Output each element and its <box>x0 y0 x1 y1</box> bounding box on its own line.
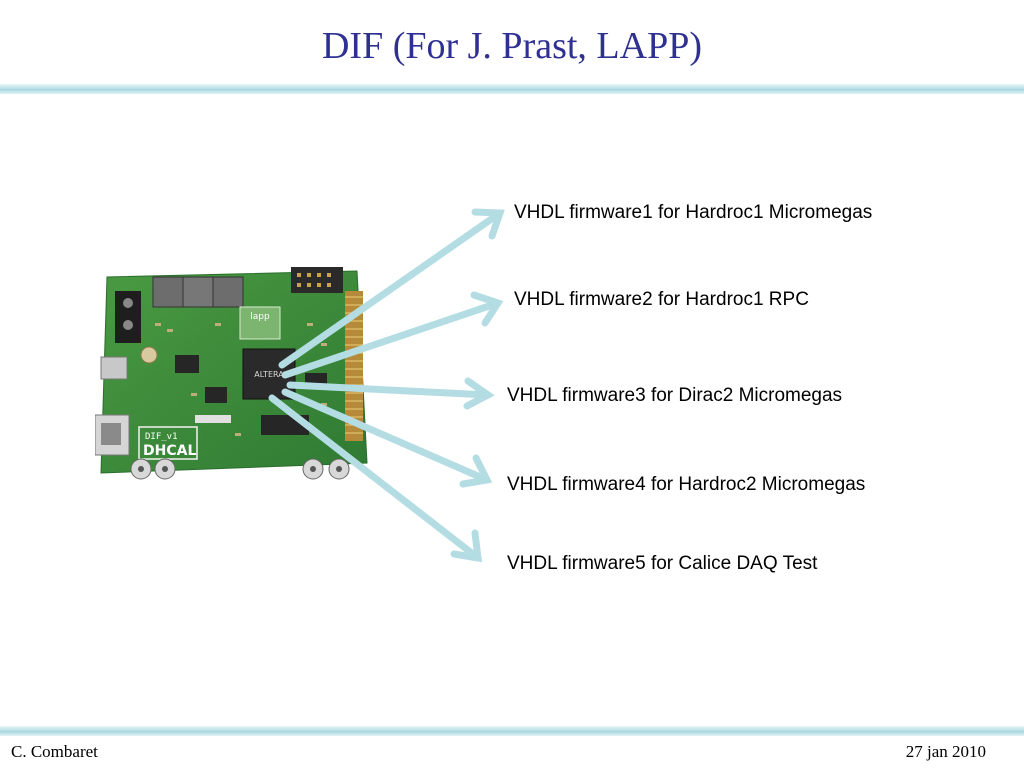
firmware1-label: VHDL firmware1 for Hardroc1 Micromegas <box>514 202 873 223</box>
lapp-logo-text: lapp <box>250 312 270 322</box>
firmware2-label: VHDL firmware2 for Hardroc1 RPC <box>514 289 809 310</box>
slide-title: DIF (For J. Prast, LAPP) <box>321 25 703 67</box>
footer-date: 27 jan 2010 <box>905 742 986 761</box>
firmware3-label: VHDL firmware3 for Dirac2 Micromegas <box>507 385 843 406</box>
firmware4-label: VHDL firmware4 for Hardroc2 Micromegas <box>507 474 866 495</box>
arrow-to-firmware1 <box>278 209 504 369</box>
arrow2-head <box>470 291 504 327</box>
arrow-to-firmware2 <box>281 299 502 379</box>
arrow1-head <box>471 208 505 240</box>
arrow4-head <box>459 454 493 488</box>
arrow-to-firmware5 <box>268 394 482 562</box>
arrow3-head <box>463 377 495 410</box>
arrow-to-firmware3 <box>286 381 492 399</box>
top-divider-band <box>0 84 1024 94</box>
dif-silkscreen: DIF_v1 <box>145 432 178 442</box>
bottom-divider-band <box>0 726 1024 736</box>
firmware5-label: VHDL firmware5 for Calice DAQ Test <box>507 553 818 574</box>
footer-author: C. Combaret <box>11 742 98 761</box>
arrow-to-firmware4 <box>281 388 491 484</box>
dhcal-silkscreen: DHCAL <box>143 443 196 459</box>
arrow5-head <box>450 529 483 563</box>
fpga-chip-label: ALTERA <box>254 370 284 379</box>
